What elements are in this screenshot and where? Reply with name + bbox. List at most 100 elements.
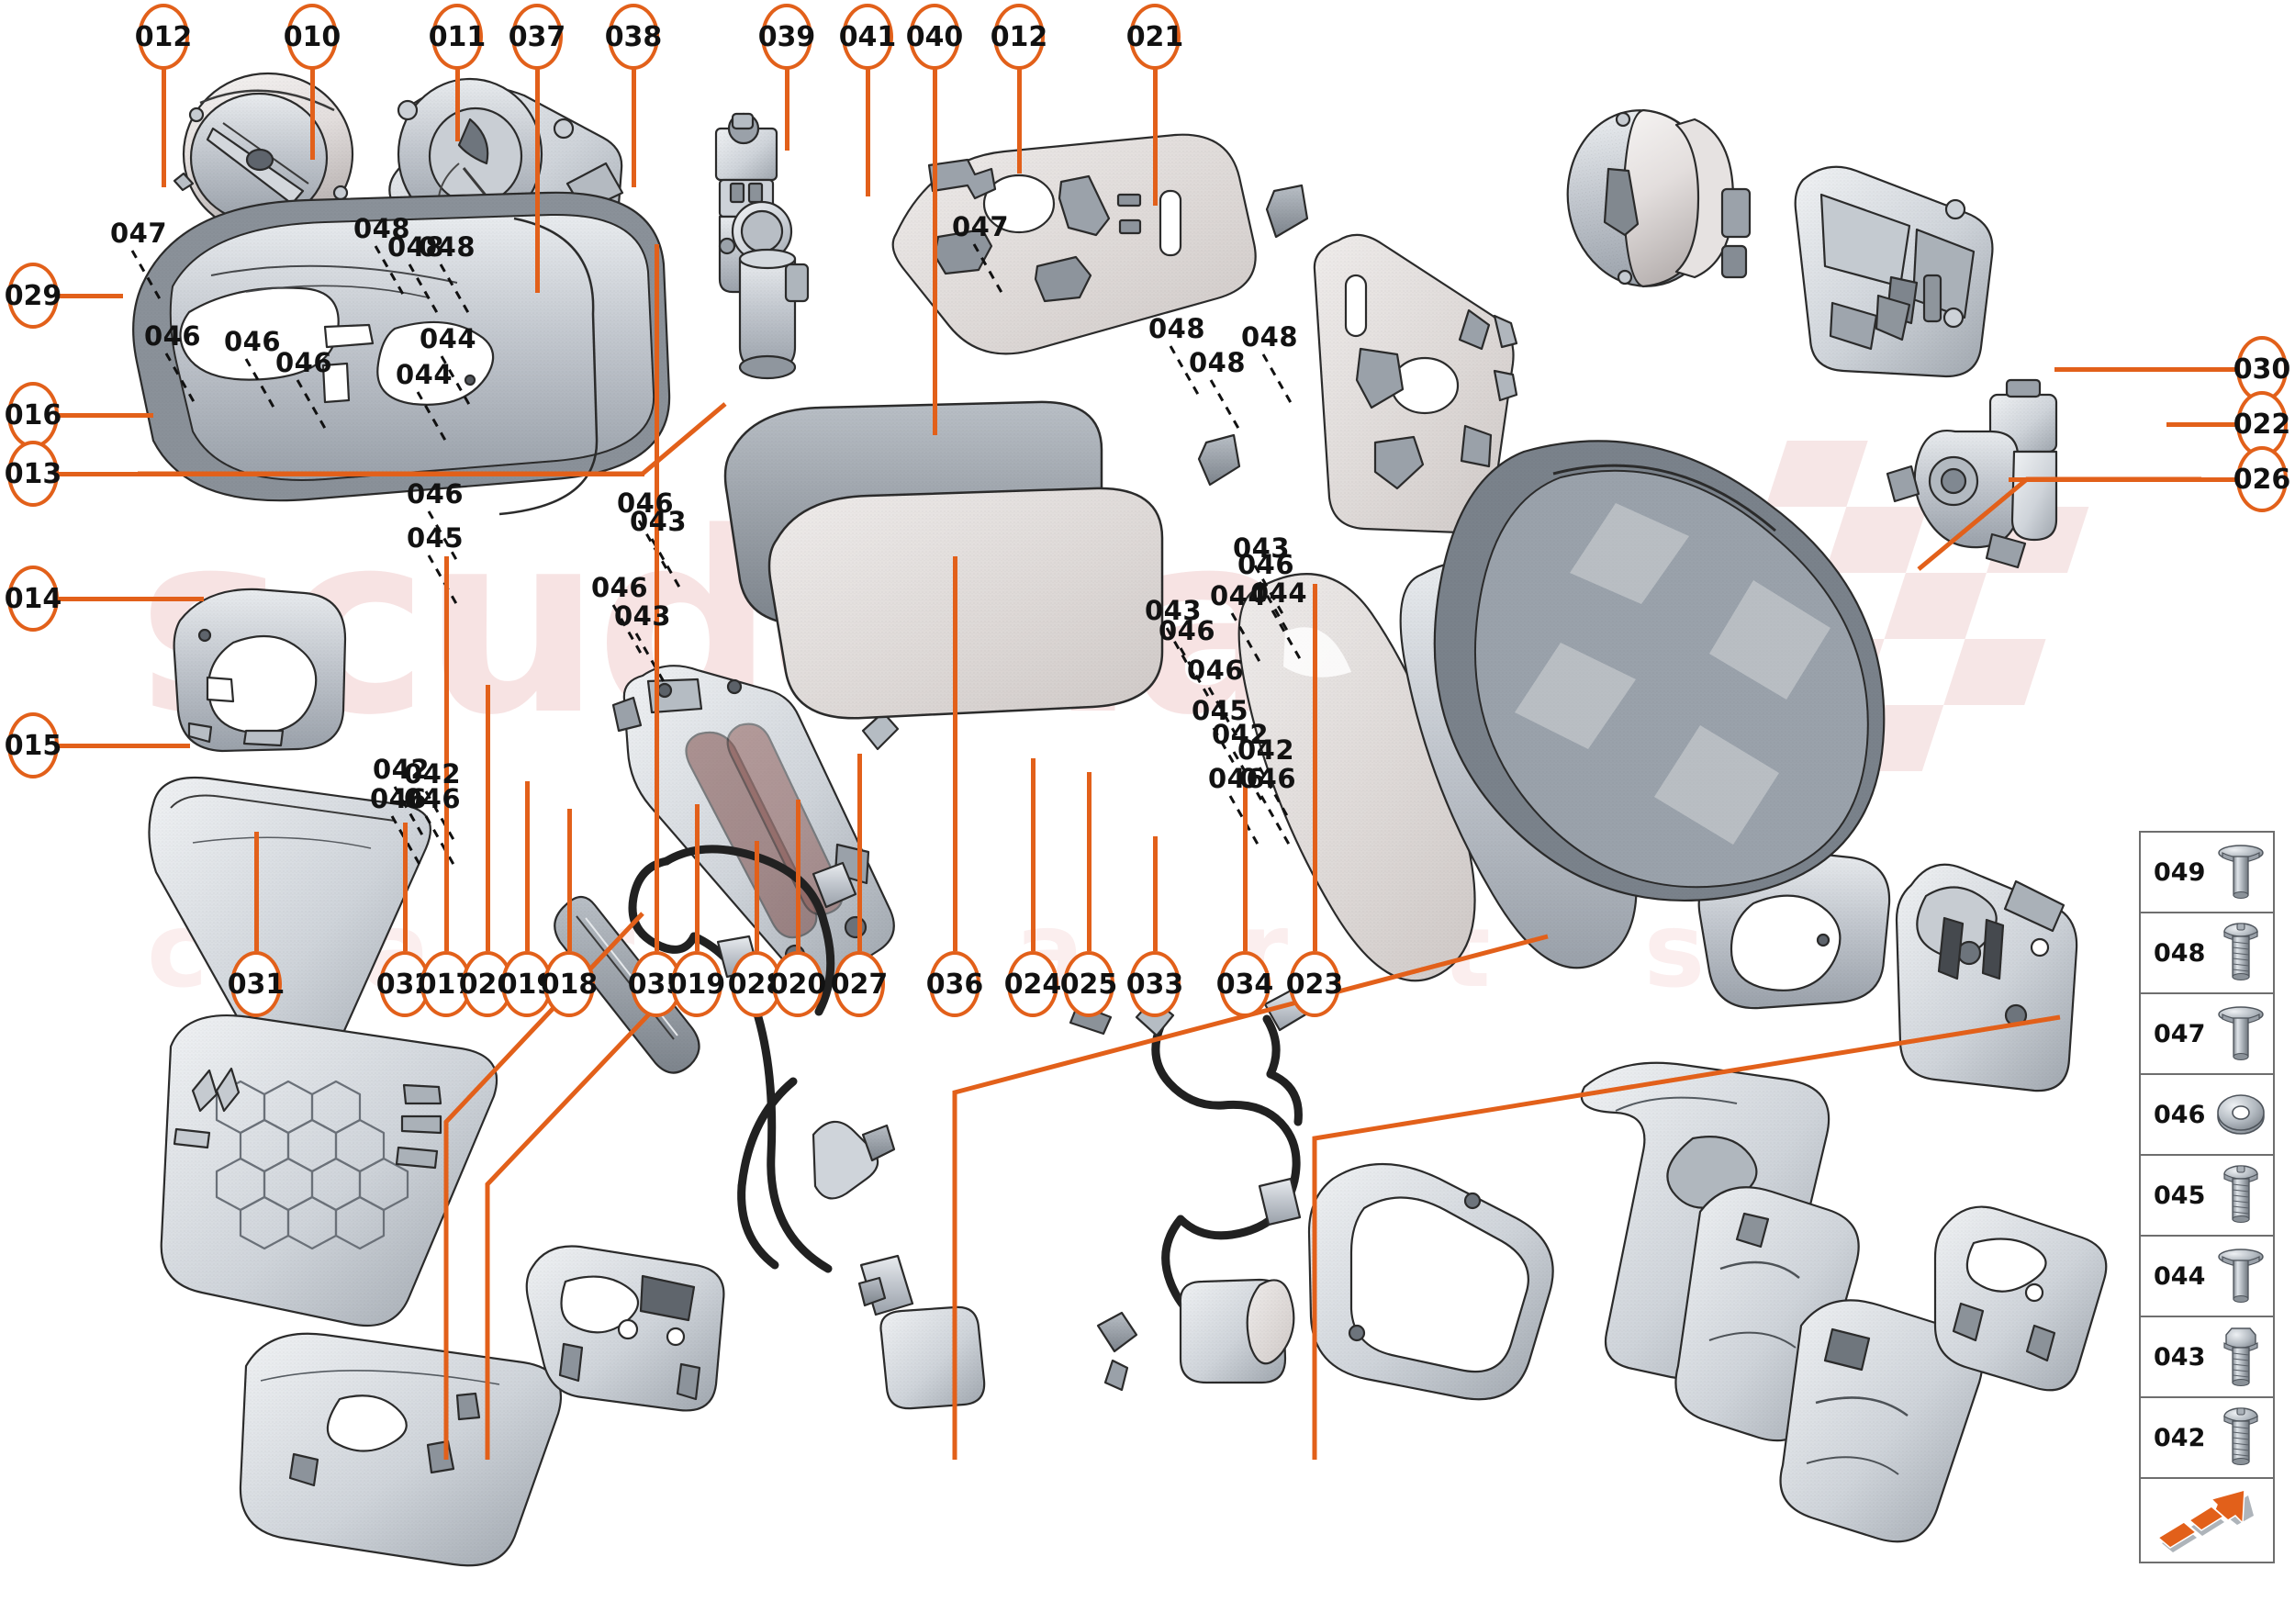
callout-bubble[interactable]: 016 (5, 382, 62, 448)
flange-bolt-icon (2209, 833, 2273, 912)
part-number-045: 045 (1192, 695, 1249, 726)
fastener-legend-table: 049 048 0 (2139, 831, 2275, 1563)
legend-row-046[interactable]: 046 (2141, 1075, 2273, 1156)
legend-row-049[interactable]: 049 (2141, 833, 2273, 913)
dashed-leader (970, 243, 1025, 301)
callout-bubble[interactable]: 027 (831, 951, 888, 1017)
dashed-leader (242, 358, 297, 416)
callout-bubble[interactable]: 015 (5, 712, 62, 778)
callout-bubble[interactable]: 020 (769, 951, 826, 1017)
legend-row-arrow[interactable] (2141, 1479, 2273, 1562)
legend-number: 042 (2154, 1423, 2206, 1452)
part-number-046: 046 (1187, 655, 1245, 686)
part-number-043: 043 (630, 506, 688, 537)
legend-number: 047 (2154, 1019, 2206, 1048)
callout-lead-line (1242, 786, 1248, 951)
part-number-048: 048 (1148, 313, 1206, 344)
callout-bubble[interactable]: 036 (926, 951, 983, 1017)
dashed-leader (610, 604, 665, 662)
callout-lead-line (454, 68, 460, 141)
dashed-leader (1256, 767, 1311, 824)
dashed-leader (648, 538, 703, 596)
callout-bubble[interactable]: 011 (429, 4, 486, 70)
dashed-leader (294, 379, 349, 437)
callout-lead-line (1152, 68, 1158, 206)
part-number-046: 046 (144, 320, 202, 352)
callout-lead-line (443, 556, 449, 951)
callout-bubble[interactable]: 034 (1216, 951, 1273, 1017)
callout-lead-line (309, 68, 315, 160)
legend-number: 048 (2154, 938, 2206, 968)
part-number-048: 048 (353, 213, 411, 244)
legend-number: 046 (2154, 1100, 2206, 1129)
part-number-047: 047 (952, 211, 1010, 242)
legend-number: 049 (2154, 857, 2206, 887)
part-number-047: 047 (110, 218, 168, 249)
callout-lead-line (1312, 584, 1317, 951)
callout-lead-line (754, 841, 759, 951)
dashed-leader (422, 815, 477, 873)
dashed-leader (162, 353, 218, 410)
part-number-046: 046 (370, 783, 428, 814)
dashed-leader (1207, 379, 1262, 437)
part-number-046: 046 (1159, 615, 1216, 646)
part-number-044: 044 (1250, 577, 1308, 609)
callout-bubble[interactable]: 029 (5, 263, 62, 329)
callout-lead-line (485, 685, 490, 951)
callout-lead-line (694, 804, 700, 951)
part-number-048: 048 (1241, 321, 1299, 353)
dashed-leader (1177, 647, 1232, 705)
dashed-leader (1230, 751, 1285, 809)
callout-bubble[interactable]: 037 (509, 4, 565, 70)
part-number-043: 043 (1145, 595, 1203, 626)
callout-bubble[interactable]: 013 (5, 441, 62, 507)
part-number-044: 044 (1210, 580, 1268, 611)
legend-row-044[interactable]: 044 (2141, 1237, 2273, 1317)
callout-bubble[interactable]: 038 (605, 4, 662, 70)
callout-lead-line (631, 68, 636, 187)
dashed-leader (437, 263, 492, 321)
callout-bubble[interactable]: 031 (228, 951, 285, 1017)
legend-row-048[interactable]: 048 (2141, 913, 2273, 994)
callout-bubble[interactable]: 024 (1004, 951, 1061, 1017)
callout-lead-line (1030, 758, 1036, 951)
callout-bubble[interactable]: 014 (5, 566, 62, 632)
callout-bubble[interactable]: 012 (991, 4, 1047, 70)
dashed-leader (372, 245, 427, 303)
part-number-042: 042 (373, 754, 431, 785)
callout-lead-line (2166, 421, 2238, 427)
callout-bubble[interactable]: 023 (1286, 951, 1343, 1017)
legend-row-047[interactable]: 047 (2141, 994, 2273, 1075)
legend-row-042[interactable]: 042 (2141, 1398, 2273, 1479)
callout-bubble[interactable]: 012 (135, 4, 192, 70)
callout-lead-line (402, 823, 408, 951)
part-number-046: 046 (591, 572, 649, 603)
callout-bubble[interactable]: 039 (758, 4, 815, 70)
callout-bubble[interactable]: 040 (906, 4, 963, 70)
callout-bubble[interactable]: 041 (839, 4, 896, 70)
legend-number: 045 (2154, 1181, 2206, 1210)
callout-bubble[interactable]: 025 (1060, 951, 1117, 1017)
legend-row-043[interactable]: 043 (2141, 1317, 2273, 1398)
legend-row-045[interactable]: 045 (2141, 1156, 2273, 1237)
part-number-046: 046 (224, 326, 282, 357)
callout-bubble[interactable]: 033 (1126, 951, 1183, 1017)
dashed-leader (633, 633, 688, 690)
part-number-044: 044 (396, 359, 453, 390)
legend-number: 043 (2154, 1342, 2206, 1372)
part-number-046: 046 (407, 478, 465, 510)
callout-bubble[interactable]: 026 (2233, 446, 2290, 512)
callout-lead-line (566, 809, 572, 951)
dashed-leader (1251, 565, 1306, 622)
dashed-leader (1163, 627, 1218, 685)
callout-bubble[interactable]: 018 (541, 951, 598, 1017)
callout-lead-line (2009, 476, 2238, 482)
callout-lead-line (1016, 68, 1022, 174)
part-number-046: 046 (1237, 549, 1295, 580)
callout-bubble[interactable]: 010 (284, 4, 341, 70)
callout-bubble[interactable]: 021 (1126, 4, 1183, 70)
washer-icon (2209, 1075, 2273, 1154)
pan-head-screw-icon (2209, 913, 2273, 992)
callout-bubble[interactable]: 019 (668, 951, 725, 1017)
flange-bolt-icon (2209, 1237, 2273, 1316)
